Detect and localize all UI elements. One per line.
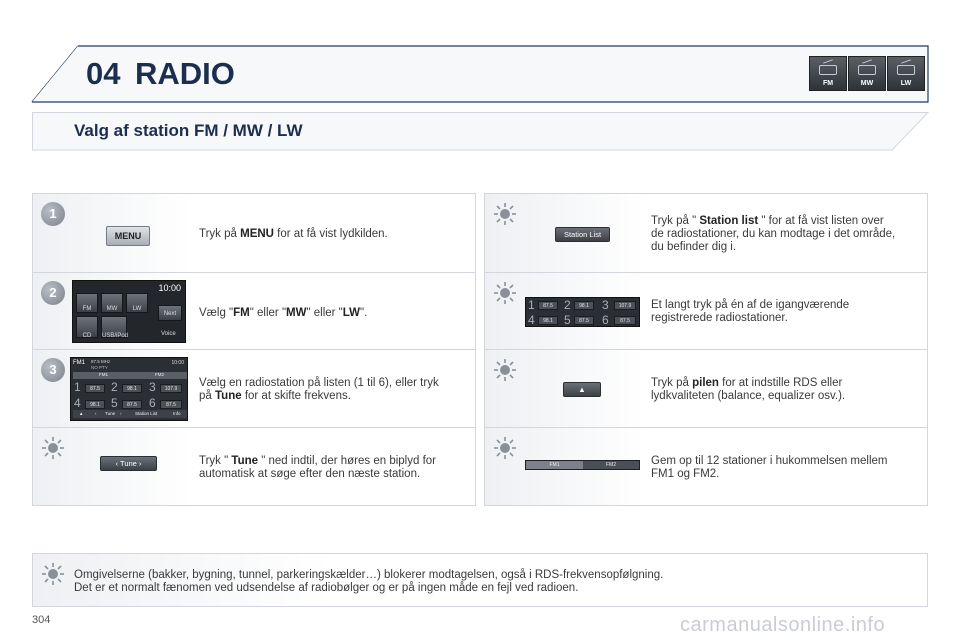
radio-icon — [897, 65, 915, 75]
preset-3-num: 3 — [149, 380, 156, 394]
station-list-button-thumb: Station List — [555, 227, 610, 242]
freq-label: 87.5 MHz — [91, 359, 111, 364]
step-3-badge: 3 — [41, 358, 65, 382]
bottom-bar: ▲ ‹ Tune › Station List Info — [73, 410, 187, 418]
info-label[interactable]: Info — [173, 411, 181, 416]
menu-button-thumb: MENU — [106, 226, 150, 246]
chevron-left-icon[interactable]: ‹ — [95, 411, 97, 416]
preset-2-num: 2 — [564, 298, 571, 312]
step-2-badge: 2 — [41, 281, 65, 305]
light-bulb-icon — [42, 563, 64, 585]
fm2-tab[interactable]: FM2 — [606, 462, 616, 468]
voice-label: Voice — [161, 331, 176, 337]
preset-tip-cell: 1 87.5 2 98.1 3 107.9 4 98.1 5 87.5 6 87… — [484, 272, 928, 350]
preset-grid-thumb: 1 87.5 2 98.1 3 107.9 4 98.1 5 87.5 6 87… — [525, 297, 640, 327]
memory-tip-cell: FM1 FM2 Gem op til 12 stationer i hukomm… — [484, 427, 928, 506]
preset-5-num: 5 — [564, 313, 571, 327]
preset-5-chip[interactable]: 87.5 — [122, 400, 142, 409]
preset-1-chip[interactable]: 87.5 — [538, 301, 558, 310]
preset-5-num: 5 — [111, 396, 118, 410]
mw-label: MW — [860, 80, 874, 87]
step-1-text: Tryk på MENU for at få vist lydkilden. — [199, 228, 388, 240]
step-1-cell: 1 MENU Tryk på MENU for at få vist lydki… — [32, 193, 476, 273]
lw-label: LW — [900, 80, 912, 87]
station-list-tip-cell: Station List Tryk på " Station list " fo… — [484, 193, 928, 273]
preset-3-num: 3 — [602, 298, 609, 312]
preset-5-chip[interactable]: 87.5 — [574, 316, 594, 325]
preset-2-num: 2 — [111, 380, 118, 394]
up-arrow-icon[interactable]: ▲ — [79, 411, 84, 416]
preset-1-num: 1 — [528, 298, 535, 312]
light-bulb-icon — [494, 359, 516, 381]
step-1-badge: 1 — [41, 202, 65, 226]
preset-1-chip[interactable]: 87.5 — [85, 384, 105, 393]
fm-screen-thumb: FM1 87.5 MHz NO PTY 10:00 FM1 FM2 1 87.5… — [70, 357, 188, 421]
arrow-button-thumb: ▲ — [563, 382, 601, 397]
band-button-group: FM MW LW — [809, 56, 925, 91]
fm-band-button[interactable]: FM — [809, 56, 847, 91]
chapter-title: RADIO — [135, 56, 235, 91]
time-label: 10:00 — [171, 360, 184, 366]
section-title: Valg af station FM / MW / LW — [74, 121, 303, 140]
preset-3-chip[interactable]: 107.9 — [160, 384, 182, 393]
fm-tabs: FM1 FM2 — [73, 372, 187, 379]
preset-3-chip[interactable]: 107.9 — [614, 301, 636, 310]
preset-6-num: 6 — [149, 396, 156, 410]
step-2-text: Vælg "FM" eller "MW" eller "LW". — [199, 307, 368, 319]
preset-6-chip[interactable]: 87.5 — [614, 316, 636, 325]
tune-tip-text: Tryk " Tune " ned indtil, der høres en b… — [199, 455, 436, 480]
lw-band-button[interactable]: LW — [887, 56, 925, 91]
preset-4-num: 4 — [528, 313, 535, 327]
radio-icon — [819, 65, 837, 75]
arrow-tip-text: Tryk på pilen for at indstille RDS eller… — [651, 377, 846, 402]
tune-label[interactable]: Tune — [105, 411, 116, 416]
fm-tile: FM — [76, 293, 98, 313]
chapter-number: 04 — [86, 56, 121, 91]
light-bulb-icon — [494, 437, 516, 459]
radio-icon — [858, 65, 876, 75]
tune-tip-cell: ‹ Tune › Tryk " Tune " ned indtil, der h… — [32, 427, 476, 506]
preset-6-num: 6 — [602, 313, 609, 327]
source-screen-thumb: 10:00 FM MW LW CD USB/iPod Next Voice — [72, 280, 186, 343]
preset-2-chip[interactable]: 98.1 — [122, 384, 142, 393]
station-list-label[interactable]: Station List — [135, 411, 158, 416]
station-list-tip-text: Tryk på " Station list " for at få vist … — [651, 215, 896, 253]
band-label: FM1 — [73, 360, 85, 366]
reception-note-cell — [32, 553, 928, 607]
section-frame — [32, 112, 929, 151]
lw-tile: LW — [126, 293, 148, 313]
arrow-tip-cell: ▲ Tryk på pilen for at indstille RDS ell… — [484, 349, 928, 428]
mw-band-button[interactable]: MW — [848, 56, 886, 91]
tune-button-thumb: ‹ Tune › — [100, 456, 157, 471]
clock: 10:00 — [158, 283, 181, 293]
light-bulb-icon — [494, 282, 516, 304]
usb-tile: USB/iPod — [101, 316, 128, 339]
step-3-text: Vælg en radiostation på listen (1 til 6)… — [199, 377, 439, 402]
preset-4-chip[interactable]: 98.1 — [85, 400, 105, 409]
preset-4-num: 4 — [74, 396, 81, 410]
watermark: carmanualsonline.info — [680, 614, 886, 636]
cd-tile: CD — [76, 316, 98, 339]
page-number: 304 — [32, 614, 51, 626]
preset-1-num: 1 — [74, 380, 81, 394]
preset-2-chip[interactable]: 98.1 — [574, 301, 594, 310]
next-tile: Next — [158, 305, 182, 321]
fm-label: FM — [822, 80, 834, 87]
step-3-cell: 3 FM1 87.5 MHz NO PTY 10:00 FM1 FM2 1 87… — [32, 349, 476, 428]
fm1-tab[interactable]: FM1 — [526, 461, 583, 469]
chevron-right-icon[interactable]: › — [120, 411, 122, 416]
preset-tip-text: Et langt tryk på én af de igangværende r… — [651, 299, 850, 324]
step-2-cell: 2 10:00 FM MW LW CD USB/iPod Next Voice … — [32, 272, 476, 350]
reception-note-text: Omgivelserne (bakker, bygning, tunnel, p… — [74, 569, 664, 594]
fm-tabs-thumb: FM1 FM2 — [525, 460, 640, 470]
preset-4-chip[interactable]: 98.1 — [538, 316, 558, 325]
pty-label: NO PTY — [91, 365, 108, 370]
preset-6-chip[interactable]: 87.5 — [160, 400, 182, 409]
mw-tile: MW — [101, 293, 123, 313]
light-bulb-icon — [42, 437, 64, 459]
light-bulb-icon — [494, 203, 516, 225]
memory-tip-text: Gem op til 12 stationer i hukommelsen me… — [651, 455, 888, 480]
header-frame — [31, 45, 929, 103]
